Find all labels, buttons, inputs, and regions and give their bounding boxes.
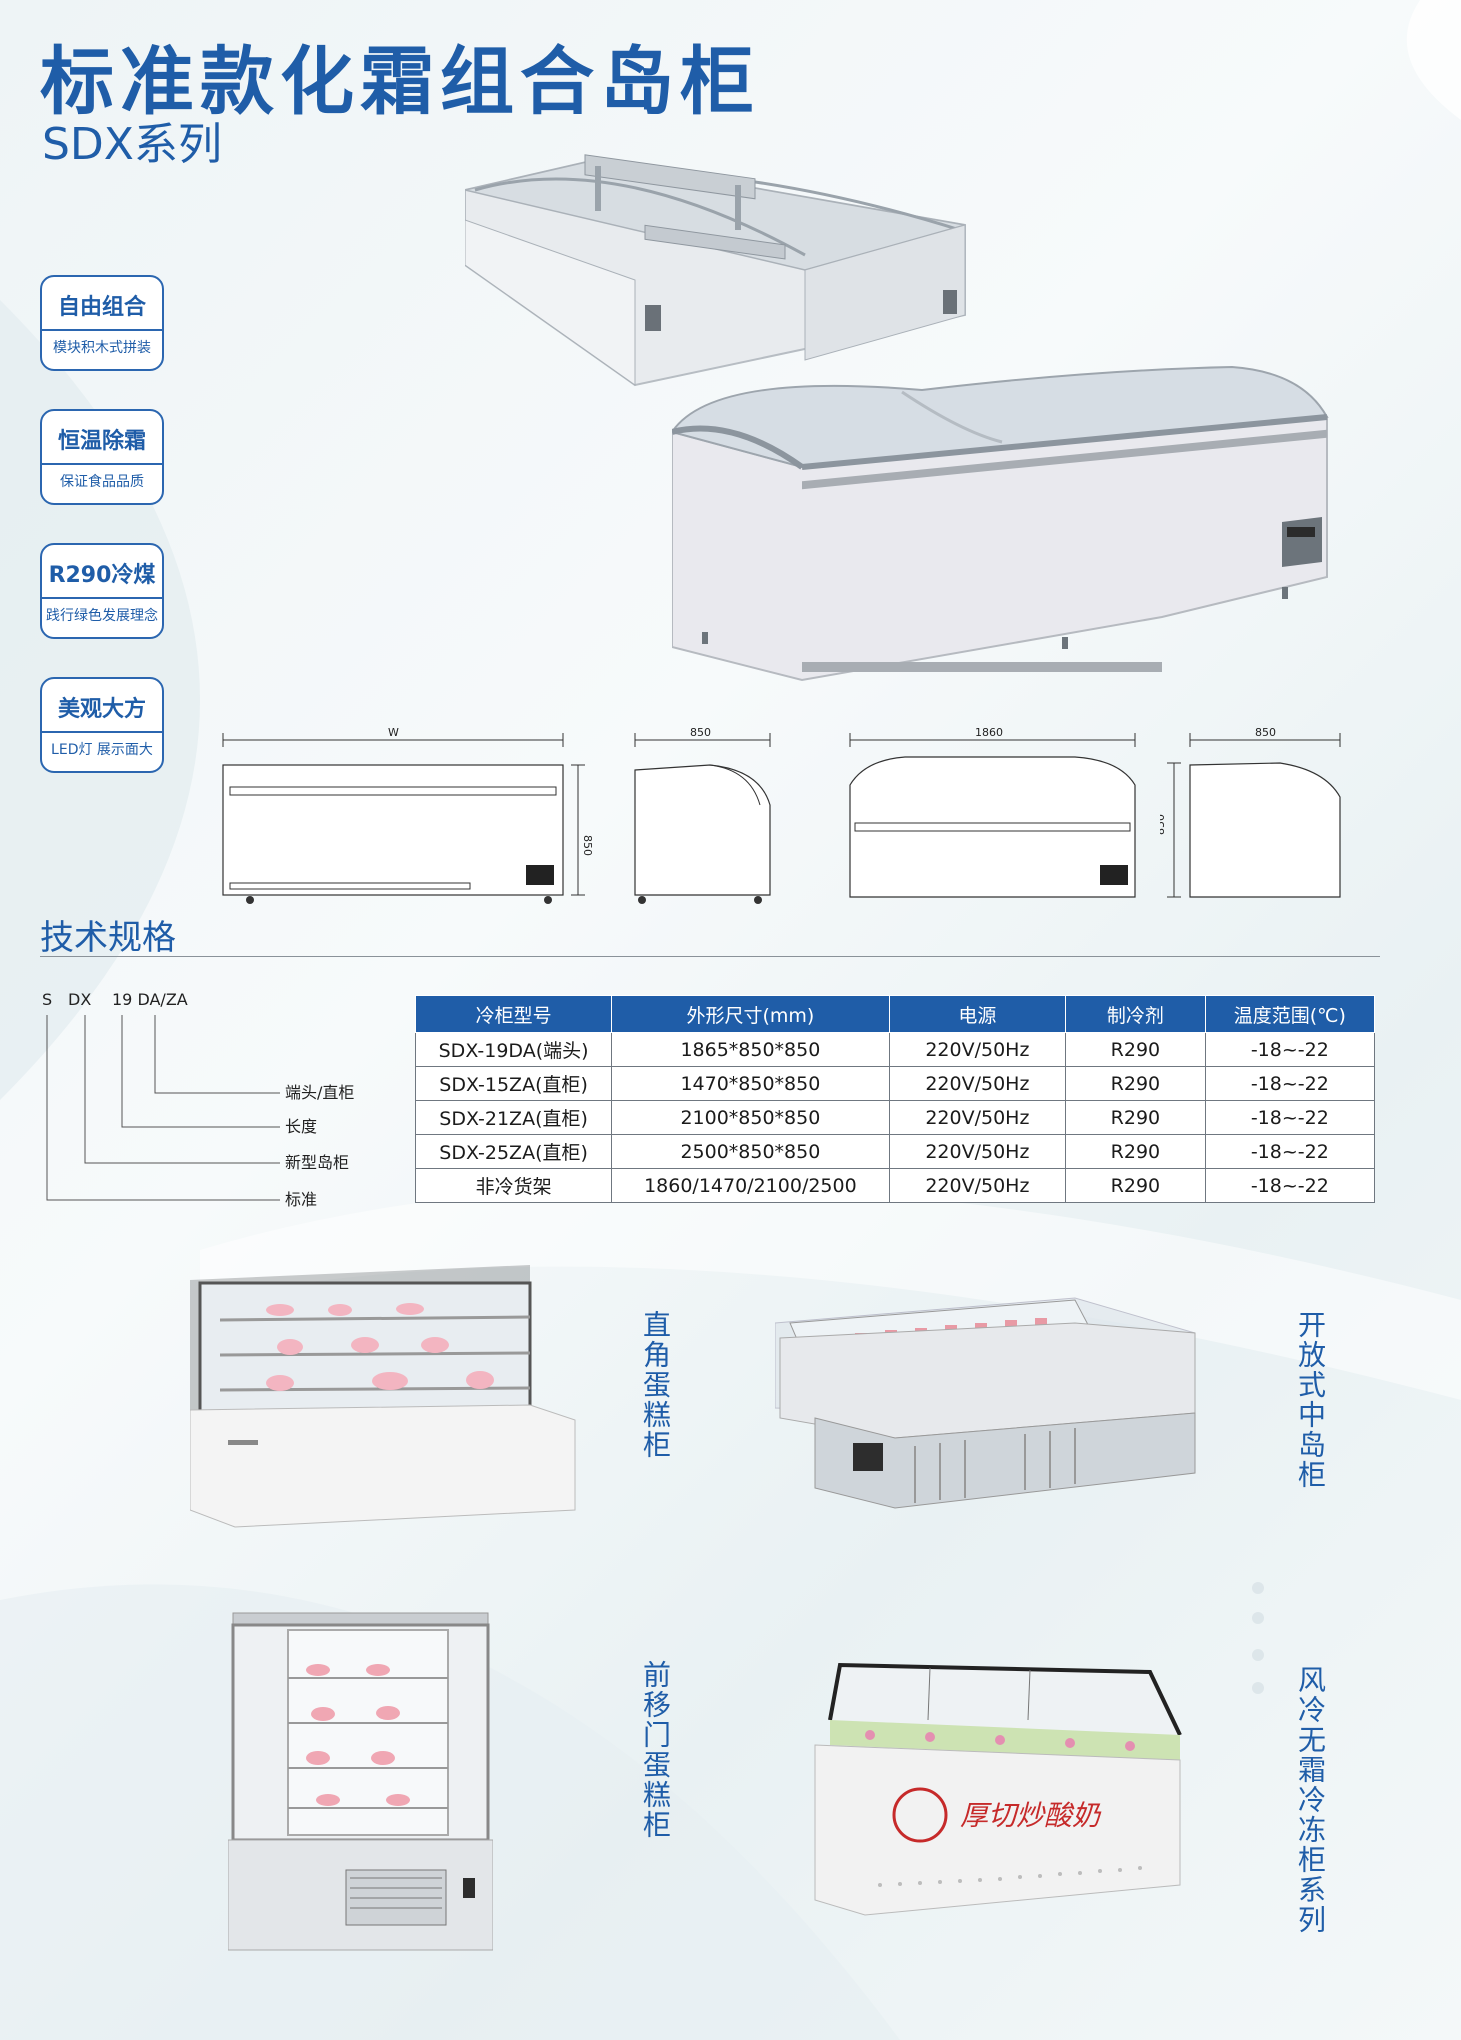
column-header-temperature: 温度范围(℃) bbox=[1204, 995, 1376, 1033]
table-cell: R290 bbox=[1065, 1134, 1206, 1169]
table-cell: -18~-22 bbox=[1204, 1032, 1376, 1067]
feature-divider bbox=[42, 463, 162, 465]
table-cell: -18~-22 bbox=[1204, 1168, 1376, 1203]
table-cell: 非冷货架 bbox=[414, 1168, 613, 1203]
dimension-drawing-front-2: 1860 bbox=[849, 726, 1136, 898]
series-subtitle: SDX系列 bbox=[42, 119, 222, 170]
dimension-depth-2: 850 bbox=[1255, 726, 1276, 739]
table-cell: 220V/50Hz bbox=[888, 1066, 1067, 1101]
table-row: SDX-25ZA(直柜) 2500*850*850 220V/50Hz R290… bbox=[414, 1134, 1376, 1169]
column-header-size: 外形尺寸(mm) bbox=[611, 995, 890, 1033]
table-cell: 220V/50Hz bbox=[888, 1168, 1067, 1203]
feature-badge-defrost: 恒温除霜 保证食品品质 bbox=[40, 409, 164, 505]
page-title: 标准款化霜组合岛柜 bbox=[40, 39, 760, 125]
dimension-length-2: 1860 bbox=[975, 726, 1003, 739]
dimension-height-1: 850 bbox=[581, 835, 594, 856]
feature-divider bbox=[42, 597, 162, 599]
table-cell: 220V/50Hz bbox=[888, 1134, 1067, 1169]
feature-list: 自由组合 模块积木式拼装 恒温除霜 保证食品品质 R290冷煤 践行绿色发展理念… bbox=[40, 275, 164, 811]
feature-desc: LED灯 展示面大 bbox=[51, 742, 153, 758]
code-s: S bbox=[42, 990, 52, 1009]
cake-cabinet-label: 直角蛋糕柜 bbox=[639, 1310, 672, 1460]
table-row: 非冷货架 1860/1470/2100/2500 220V/50Hz R290 … bbox=[414, 1168, 1376, 1203]
feature-title: R290冷煤 bbox=[48, 563, 156, 588]
table-cell: -18~-22 bbox=[1204, 1100, 1376, 1135]
frost-free-freezer-label: 风冷无霜冷冻柜系列 bbox=[1294, 1665, 1327, 1935]
feature-title: 恒温除霜 bbox=[57, 429, 146, 454]
column-header-refrigerant: 制冷剂 bbox=[1065, 995, 1206, 1033]
table-header-row: 冷柜型号 外形尺寸(mm) 电源 制冷剂 温度范围(℃) bbox=[414, 995, 1376, 1033]
spec-heading: 技术规格 bbox=[40, 918, 176, 958]
table-cell: -18~-22 bbox=[1204, 1066, 1376, 1101]
table-cell: R290 bbox=[1065, 1066, 1206, 1101]
dimension-depth-1: 850 bbox=[690, 726, 711, 739]
code-dx: DX bbox=[68, 990, 91, 1009]
model-code-diagram: S DX 19 DA/ZA 端头/直柜 长度 新型岛柜 标准 bbox=[42, 990, 354, 1209]
code-legend-type: 端头/直柜 bbox=[285, 1083, 354, 1102]
table-cell: 2500*850*850 bbox=[611, 1134, 890, 1169]
island-freezer-image bbox=[672, 365, 1329, 682]
table-cell: 1860/1470/2100/2500 bbox=[611, 1168, 890, 1203]
table-cell: 220V/50Hz bbox=[888, 1032, 1067, 1067]
feature-badge-combination: 自由组合 模块积木式拼装 bbox=[40, 275, 164, 371]
dimension-w-label: W bbox=[388, 726, 399, 739]
table-cell: SDX-15ZA(直柜) bbox=[414, 1066, 613, 1101]
spec-table: 冷柜型号 外形尺寸(mm) 电源 制冷剂 温度范围(℃) SDX-19DA(端头… bbox=[414, 995, 1376, 1203]
table-cell: 2100*850*850 bbox=[611, 1100, 890, 1135]
table-row: SDX-19DA(端头) 1865*850*850 220V/50Hz R290… bbox=[414, 1032, 1376, 1067]
table-cell: SDX-21ZA(直柜) bbox=[414, 1100, 613, 1135]
table-cell: R290 bbox=[1065, 1100, 1206, 1135]
feature-desc: 模块积木式拼装 bbox=[53, 340, 151, 356]
table-cell: -18~-22 bbox=[1204, 1134, 1376, 1169]
code-legend-island: 新型岛柜 bbox=[285, 1153, 349, 1172]
dimension-drawing-front: W 850 bbox=[222, 726, 594, 904]
column-header-power: 电源 bbox=[888, 995, 1067, 1033]
table-cell: 1470*850*850 bbox=[611, 1066, 890, 1101]
cake-cabinet-image bbox=[190, 1265, 576, 1528]
open-island-cabinet-label: 开放式中岛柜 bbox=[1294, 1310, 1327, 1490]
frost-free-freezer-image: 厚切炒酸奶 bbox=[814, 1662, 1182, 1916]
code-number: 19 DA/ZA bbox=[112, 990, 188, 1009]
feature-title: 美观大方 bbox=[57, 697, 146, 722]
table-cell: SDX-25ZA(直柜) bbox=[414, 1134, 613, 1169]
feature-divider bbox=[42, 329, 162, 331]
feature-badge-refrigerant: R290冷煤 践行绿色发展理念 bbox=[40, 543, 164, 639]
open-island-cabinet-image bbox=[775, 1297, 1196, 1509]
sliding-door-cake-cabinet-label: 前移门蛋糕柜 bbox=[639, 1660, 672, 1840]
table-cell: R290 bbox=[1065, 1032, 1206, 1067]
island-freezer-combo-image bbox=[465, 154, 966, 387]
dimension-drawing-side: 850 bbox=[634, 726, 771, 904]
table-row: SDX-15ZA(直柜) 1470*850*850 220V/50Hz R290… bbox=[414, 1066, 1376, 1101]
spec-divider bbox=[40, 956, 1380, 957]
sliding-door-cake-cabinet-image bbox=[228, 1612, 493, 1951]
table-cell: R290 bbox=[1065, 1168, 1206, 1203]
column-header-model: 冷柜型号 bbox=[414, 995, 613, 1033]
feature-desc: 践行绿色发展理念 bbox=[46, 608, 158, 624]
table-cell: 220V/50Hz bbox=[888, 1100, 1067, 1135]
yogurt-brand-text: 厚切炒酸奶 bbox=[960, 1799, 1102, 1832]
feature-badge-appearance: 美观大方 LED灯 展示面大 bbox=[40, 677, 164, 773]
dimension-height-2: 850 bbox=[1160, 814, 1167, 835]
dimension-drawing-side-2: 850 850 bbox=[1160, 726, 1341, 898]
code-legend-standard: 标准 bbox=[285, 1190, 317, 1209]
table-cell: SDX-19DA(端头) bbox=[414, 1032, 613, 1067]
feature-desc: 保证食品品质 bbox=[60, 474, 144, 490]
table-cell: 1865*850*850 bbox=[611, 1032, 890, 1067]
feature-title: 自由组合 bbox=[57, 295, 146, 320]
code-legend-length: 长度 bbox=[285, 1117, 317, 1136]
table-row: SDX-21ZA(直柜) 2100*850*850 220V/50Hz R290… bbox=[414, 1100, 1376, 1135]
feature-divider bbox=[42, 731, 162, 733]
